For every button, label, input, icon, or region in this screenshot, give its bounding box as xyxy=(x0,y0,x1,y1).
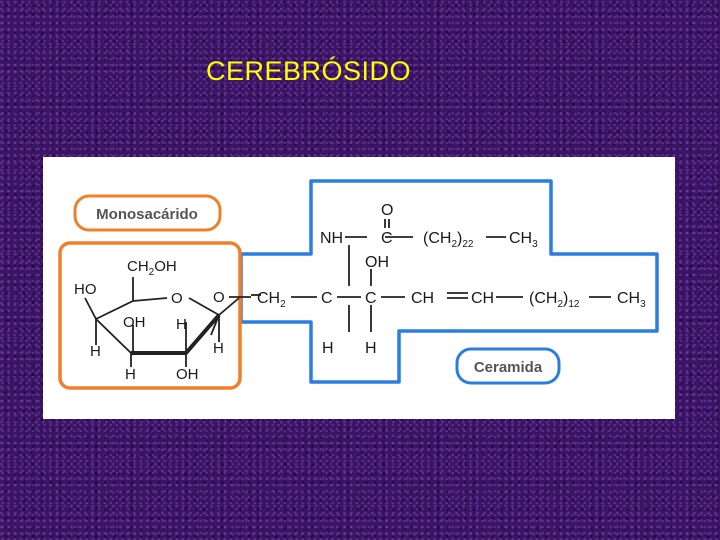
ceramide-outline xyxy=(239,179,659,384)
sphingosine-methyl: CH3 xyxy=(617,290,646,310)
sugar-ch2oh: CH2OH xyxy=(127,258,177,278)
carbonyl-oxygen: O xyxy=(381,202,393,219)
sugar-inner-h: H xyxy=(176,316,187,333)
sphingosine-ch2: CH2 xyxy=(257,290,286,310)
sugar-h-bottom: H xyxy=(125,366,136,383)
structure-diagram: Monosacárido Ceramida CH2OH xyxy=(58,179,659,390)
sphingosine-oh: OH xyxy=(365,254,389,271)
ceramide-bonds xyxy=(229,219,611,332)
cerebroside-structure-figure: Monosacárido Ceramida CH2OH xyxy=(43,157,675,419)
sugar-h-left: H xyxy=(90,343,101,360)
sphingosine-ch-b: CH xyxy=(471,290,494,307)
sphingosine-c2: C xyxy=(365,290,377,307)
amide-nh: NH xyxy=(320,230,343,247)
sugar-ring-front-edge xyxy=(131,313,221,355)
sugar-ring-bonds xyxy=(84,277,261,367)
sphingosine-h1: H xyxy=(322,340,334,357)
sphingosine-chain: (CH2)12 xyxy=(529,290,580,310)
sugar-h-right: H xyxy=(213,340,224,357)
monosaccharide-label-box xyxy=(73,194,222,232)
slide-title: CEREBRÓSIDO xyxy=(206,56,412,86)
ceramide-label: Ceramida xyxy=(474,359,543,376)
fatty-acid-methyl: CH3 xyxy=(509,230,538,250)
ceramide-label-box xyxy=(455,347,561,385)
page-number: 34 xyxy=(640,500,653,512)
sugar-ring-oxygen: O xyxy=(171,290,183,307)
sugar-ho: HO xyxy=(74,281,97,298)
sugar-oh-bottom: OH xyxy=(176,366,199,383)
sugar-inner-oh: OH xyxy=(123,314,146,331)
sphingosine-c1: C xyxy=(321,290,333,307)
glycosidic-oxygen: O xyxy=(213,289,225,306)
fatty-acid-chain: (CH2)22 xyxy=(423,230,474,250)
monosaccharide-outline xyxy=(58,241,242,390)
sphingosine-ch-a: CH xyxy=(411,290,434,307)
sphingosine-h2: H xyxy=(365,340,377,357)
monosaccharide-label: Monosacárido xyxy=(96,206,198,223)
amide-carbon: C xyxy=(381,230,393,247)
